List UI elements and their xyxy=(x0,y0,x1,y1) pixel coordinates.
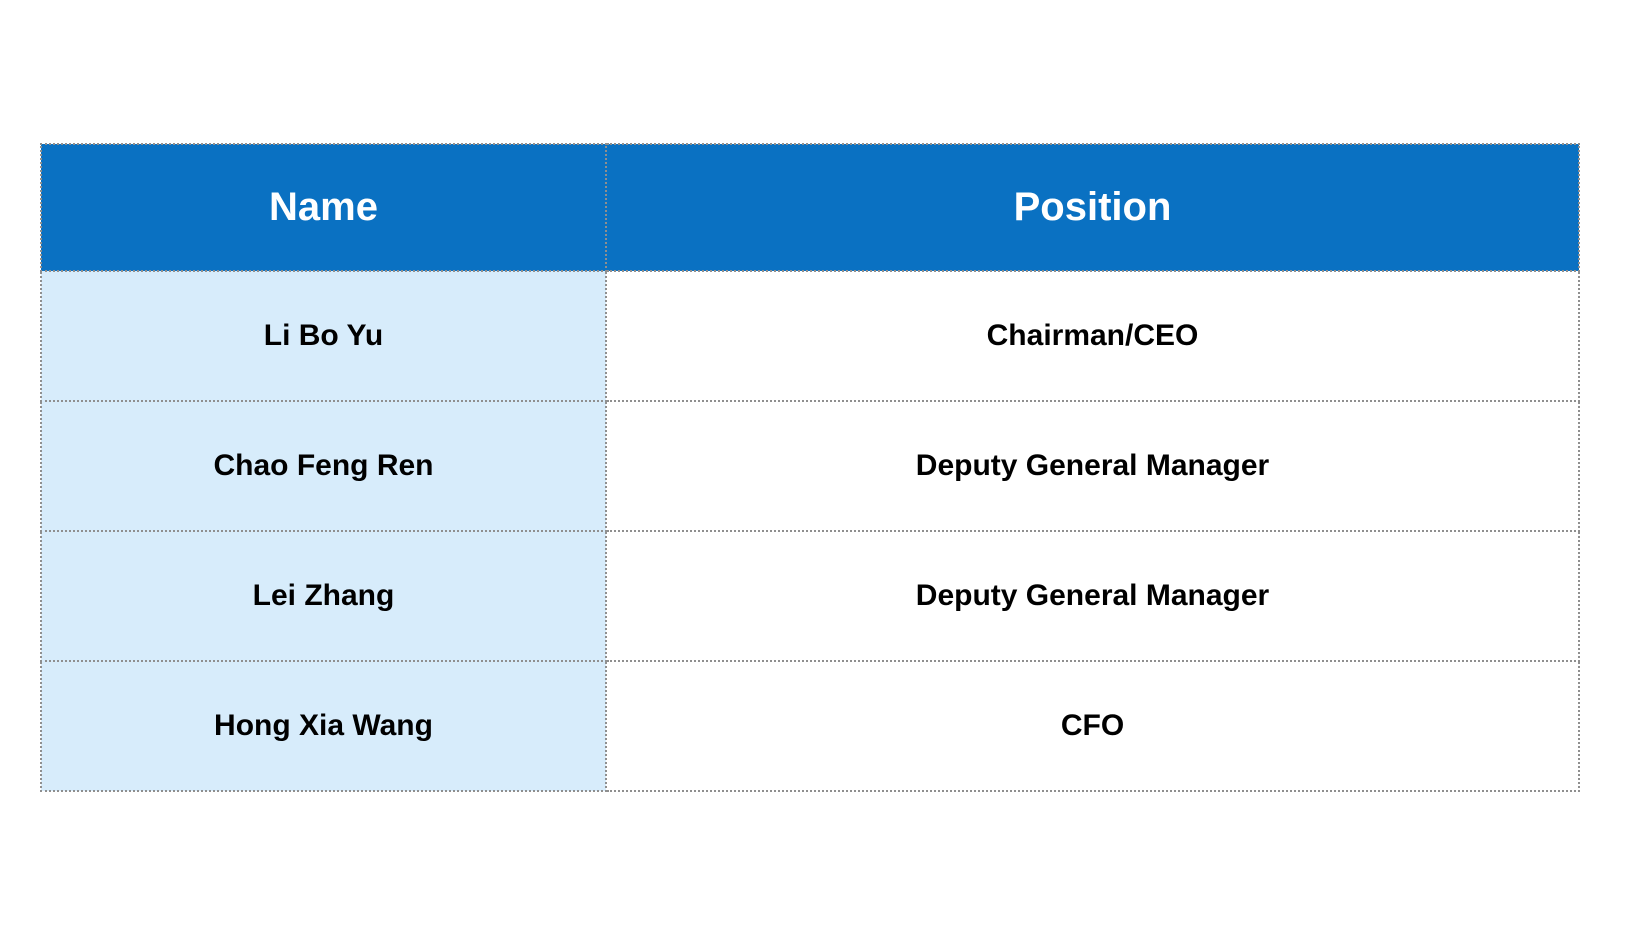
management-table: Name Position Li Bo Yu Chairman/CEO Chao… xyxy=(40,143,1580,792)
name-cell: Chao Feng Ren xyxy=(40,400,607,532)
position-cell: Deputy General Manager xyxy=(605,530,1580,662)
table-row: Chao Feng Ren Deputy General Manager xyxy=(40,400,1580,532)
table-row: Li Bo Yu Chairman/CEO xyxy=(40,270,1580,402)
column-header-position: Position xyxy=(605,143,1580,272)
position-cell: Deputy General Manager xyxy=(605,400,1580,532)
column-header-name: Name xyxy=(40,143,607,272)
name-cell: Li Bo Yu xyxy=(40,270,607,402)
position-cell: Chairman/CEO xyxy=(605,270,1580,402)
name-cell: Hong Xia Wang xyxy=(40,660,607,792)
name-cell: Lei Zhang xyxy=(40,530,607,662)
position-cell: CFO xyxy=(605,660,1580,792)
header-row: Name Position xyxy=(40,143,1580,272)
table-row: Hong Xia Wang CFO xyxy=(40,660,1580,792)
table-row: Lei Zhang Deputy General Manager xyxy=(40,530,1580,662)
